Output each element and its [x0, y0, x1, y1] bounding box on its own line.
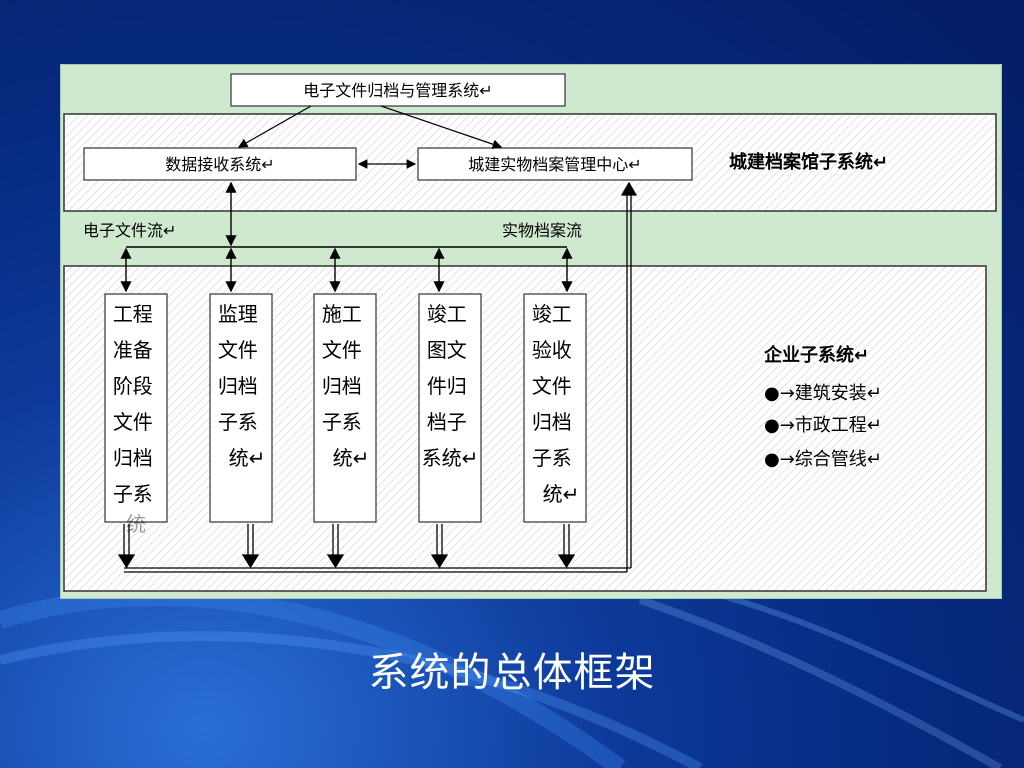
- column-down-arrows: [117, 524, 576, 569]
- physical-archive-center-box: [417, 147, 693, 181]
- bullet-municipal: ●→市政工程↵: [764, 415, 882, 436]
- data-receiving-box: [83, 147, 357, 181]
- data-receiving-label: 数据接收系统↵: [165, 155, 274, 174]
- column-box-5: 竣工 验收 文件 归档 子系 统↵: [523, 293, 587, 523]
- archive-subsystem-title: 城建档案馆子系统↵: [729, 151, 888, 173]
- archive-management-label: 电子文件归档与管理系统↵: [303, 81, 492, 100]
- bullet-pipeline: ●→综合管线↵: [764, 449, 882, 470]
- architecture-diagram: 电子文件归档与管理系统↵ 数据接收系统↵ 城建实物档案管理中心↵ 城建档案馆子系…: [60, 64, 1002, 599]
- electronic-flow-label: 电子文件流↵: [83, 221, 176, 240]
- physical-flow-label: 实物档案流: [502, 221, 582, 240]
- arrow-top-to-center: [380, 105, 503, 149]
- physical-archive-return-path: [124, 181, 638, 573]
- column-box-1: 工程 准备 阶段 文件 归档 子系 统: [104, 293, 168, 536]
- arrow-top-to-receiving: [237, 105, 312, 148]
- bullet-construction: ●→建筑安装↵: [764, 383, 882, 404]
- column-box-2: 监理 文件 归档 子系 统↵: [209, 293, 273, 523]
- slide-caption: 系统的总体框架: [368, 650, 656, 696]
- svg-text:竣工 验收 文件: 竣工 验收 文件 归档 子系 统↵: [532, 302, 580, 506]
- svg-text:监理 文件 归档: 监理 文件 归档 子系 统↵: [218, 302, 266, 470]
- enterprise-subsystem-title: 企业子系统↵: [763, 344, 869, 366]
- column-box-4: 竣工 图文 件归 档子 系统↵: [418, 293, 482, 523]
- archive-management-box: [230, 73, 566, 107]
- svg-text:施工 文件 归档: 施工 文件 归档 子系 统↵: [322, 302, 370, 470]
- svg-text:竣工 图文 件归: 竣工 图文 件归 档子 系统↵: [422, 302, 479, 470]
- physical-archive-center-label: 城建实物档案管理中心↵: [468, 155, 641, 174]
- svg-text:工程 准备 阶段: 工程 准备 阶段 文件 归档 子系 统: [113, 302, 159, 536]
- column-box-3: 施工 文件 归档 子系 统↵: [313, 293, 377, 523]
